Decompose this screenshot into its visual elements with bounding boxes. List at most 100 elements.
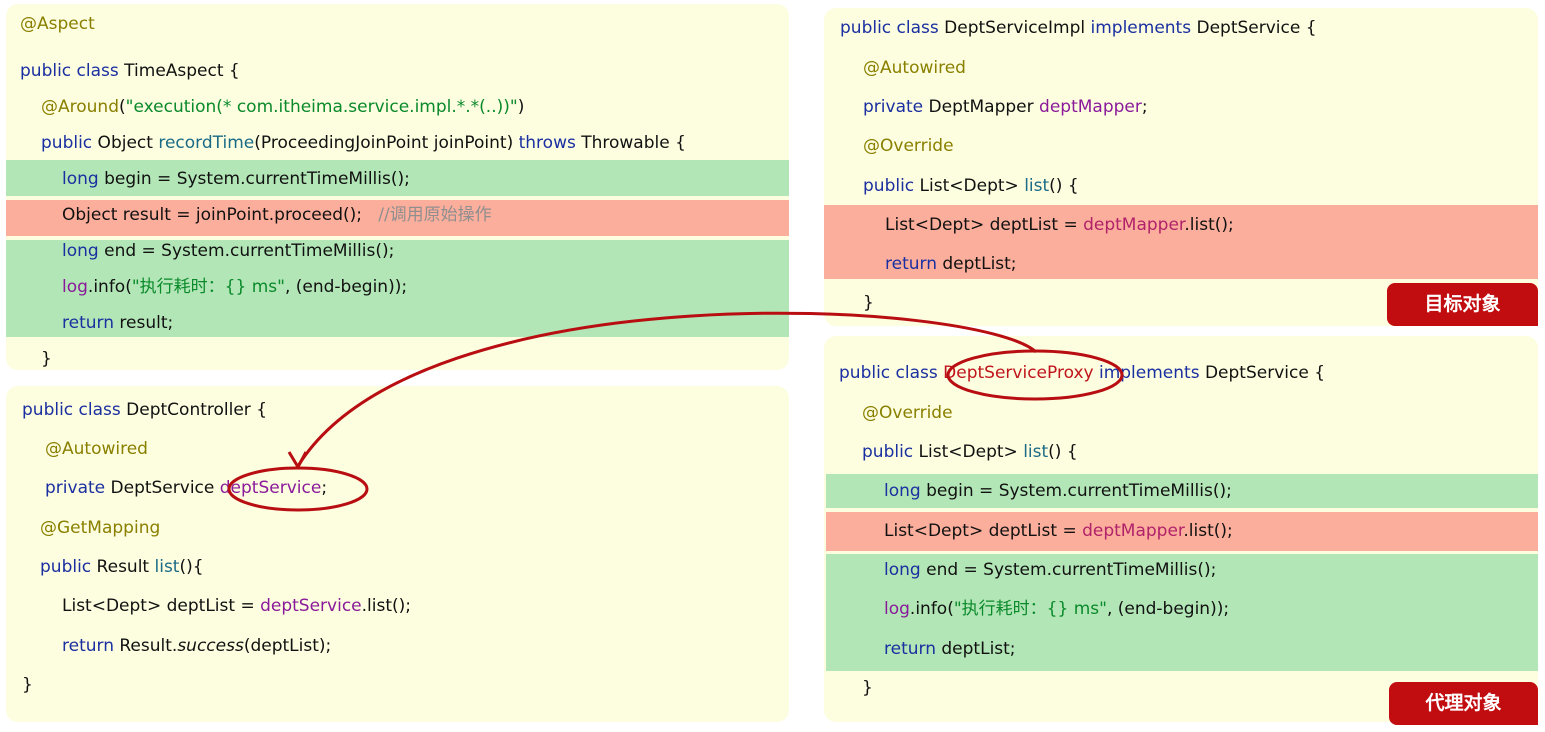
code-text: DeptService <box>105 478 220 498</box>
code-text: end = System.currentTimeMillis(); <box>920 560 1217 580</box>
class-name: TimeAspect { <box>118 61 240 81</box>
end-line: long end = System.currentTimeMillis(); <box>884 560 1216 580</box>
highlight-begin <box>6 160 789 196</box>
keyword: long <box>884 560 921 580</box>
code-text: .info( <box>909 599 954 619</box>
closing-brace: } <box>22 675 33 695</box>
keyword: public class <box>839 363 944 383</box>
autowired-annotation: @Autowired <box>863 58 966 78</box>
proceed-line: Object result = joinPoint.proceed(); //调… <box>62 205 492 225</box>
code-comment: //调用原始操作 <box>378 205 492 225</box>
keyword: implements <box>1093 363 1200 383</box>
keyword: return <box>62 313 114 333</box>
highlight-impl-body <box>824 205 1538 279</box>
code-text: , (end-begin)); <box>284 277 408 297</box>
return-line: return deptList; <box>884 639 1016 659</box>
keyword: public <box>40 557 92 577</box>
pointcut-expression: "execution(* com.itheima.service.impl.*.… <box>125 97 518 117</box>
code-text: () { <box>1049 176 1079 196</box>
code-text: .list(); <box>1183 521 1233 541</box>
code-text: , (end-begin)); <box>1106 599 1230 619</box>
proxy-class-name: DeptServiceProxy <box>943 363 1094 383</box>
paren: ( <box>119 97 126 117</box>
method-name: list <box>154 557 180 577</box>
proxy-class-decl: public class DeptServiceProxy implements… <box>839 363 1325 383</box>
code-text: ; <box>321 478 328 498</box>
keyword: return <box>885 254 937 274</box>
keyword: return <box>884 639 936 659</box>
closing-brace: } <box>863 293 874 313</box>
keyword: throws <box>518 133 576 153</box>
keyword: public class <box>840 18 939 38</box>
code-text: ; <box>1141 97 1148 117</box>
around-annotation-line: @Around("execution(* com.itheima.service… <box>41 97 524 117</box>
code-text: List<Dept> <box>914 176 1025 196</box>
list-method-decl: public Result list(){ <box>40 557 204 577</box>
list-method-decl: public List<Dept> list() { <box>862 442 1078 462</box>
code-text: List<Dept> deptList = <box>885 215 1084 235</box>
method-name: list <box>1024 176 1050 196</box>
code-text: begin = System.currentTimeMillis(); <box>98 169 410 189</box>
target-object-tag: 目标对象 <box>1387 283 1538 326</box>
code-text: result; <box>113 313 174 333</box>
class-name: DeptServiceImpl <box>938 18 1091 38</box>
list-method-decl: public List<Dept> list() { <box>863 176 1079 196</box>
code-text: (){ <box>179 557 204 577</box>
keyword: public class <box>20 61 119 81</box>
get-mapping-annotation: @GetMapping <box>40 518 161 538</box>
log-line: log.info("执行耗时：{} ms", (end-begin)); <box>884 599 1229 619</box>
string-literal: "执行耗时：{} ms" <box>131 277 285 297</box>
override-annotation: @Override <box>863 136 954 156</box>
dept-list-line: List<Dept> deptList = deptService.list()… <box>62 596 411 616</box>
method-name: recordTime <box>158 133 255 153</box>
dept-mapper-field-line: private DeptMapper deptMapper; <box>863 97 1148 117</box>
keyword: long <box>884 481 921 501</box>
around-annotation: @Around <box>41 97 119 117</box>
keyword: private <box>863 97 924 117</box>
code-text: DeptService { <box>1191 18 1317 38</box>
code-text: .info( <box>87 277 132 297</box>
keyword: public class <box>22 400 121 420</box>
code-text: Result <box>91 557 155 577</box>
override-annotation: @Override <box>862 403 953 423</box>
keyword: return <box>62 636 114 656</box>
dept-service-field-line: private DeptService deptService; <box>45 478 327 498</box>
highlight-proceed <box>6 200 789 236</box>
keyword: long <box>62 241 99 261</box>
closing-brace: } <box>862 678 873 698</box>
aspect-annotation: @Aspect <box>20 14 95 34</box>
code-text: List<Dept> <box>913 442 1024 462</box>
record-time-method-decl: public Object recordTime(ProceedingJoinP… <box>41 133 686 153</box>
code-text: Result. <box>113 636 178 656</box>
time-aspect-class-decl: public class TimeAspect { <box>20 61 240 81</box>
keyword: long <box>62 169 99 189</box>
dept-mapper-ref: deptMapper <box>1082 521 1184 541</box>
code-text: end = System.currentTimeMillis(); <box>98 241 395 261</box>
code-text: .list(); <box>1184 215 1234 235</box>
proxy-object-tag: 代理对象 <box>1389 682 1538 725</box>
log-line: log.info("执行耗时：{} ms", (end-begin)); <box>62 277 407 297</box>
code-text: Object result = joinPoint.proceed(); <box>62 205 379 225</box>
code-text: begin = System.currentTimeMillis(); <box>920 481 1232 501</box>
code-text: deptList; <box>935 639 1016 659</box>
code-text: List<Dept> deptList = <box>62 596 261 616</box>
impl-class-decl: public class DeptServiceImpl implements … <box>840 18 1317 38</box>
paren: ) <box>517 97 525 117</box>
code-text: DeptMapper <box>923 97 1040 117</box>
method-name: list <box>1023 442 1049 462</box>
code-text: deptList; <box>936 254 1017 274</box>
success-method: success <box>177 636 244 656</box>
begin-line: long begin = System.currentTimeMillis(); <box>884 481 1232 501</box>
dept-mapper-ref: deptMapper <box>1083 215 1185 235</box>
keyword: public <box>862 442 914 462</box>
return-line: return result; <box>62 313 173 333</box>
return-line: return Result.success(deptList); <box>62 636 331 656</box>
dept-service-field: deptService <box>219 478 322 498</box>
code-text: (ProceedingJoinPoint joinPoint) <box>254 133 519 153</box>
dept-mapper-field: deptMapper <box>1039 97 1142 117</box>
code-text: () { <box>1048 442 1078 462</box>
log-field: log <box>62 277 88 297</box>
return-line: return deptList; <box>885 254 1017 274</box>
closing-brace: } <box>41 349 52 369</box>
highlight-proxy-invoke <box>826 512 1538 551</box>
